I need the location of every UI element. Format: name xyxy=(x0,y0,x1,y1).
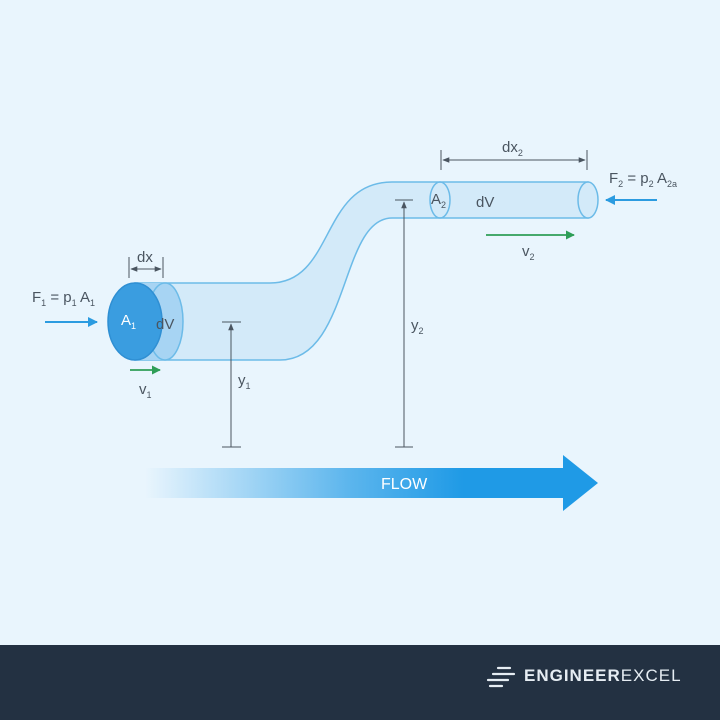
pipe xyxy=(134,181,589,361)
label-y1: y1 xyxy=(238,372,251,391)
bernoulli-diagram: A1 dV A2 dV dx dx2 y1 y2 F1 = p1 A1 F2 =… xyxy=(32,139,677,511)
inlet-face-a1 xyxy=(107,282,163,361)
footer-bar xyxy=(0,645,720,720)
label-a1: A1 xyxy=(121,312,136,331)
label-v2: v2 xyxy=(522,243,535,262)
label-f2: F2 = p2 A2a xyxy=(609,170,677,189)
label-f1: F1 = p1 A1 xyxy=(32,289,95,308)
flow-arrow xyxy=(145,455,598,511)
label-a2: A2 xyxy=(431,191,446,210)
brand-wordmark: ENGINEEREXCEL xyxy=(524,666,682,685)
label-flow: FLOW xyxy=(381,476,428,493)
label-dv2: dV xyxy=(476,194,494,211)
engineerexcel-logo-icon xyxy=(486,666,516,688)
label-dx2: dx2 xyxy=(502,139,523,158)
label-y2: y2 xyxy=(411,317,424,336)
label-v1: v1 xyxy=(139,381,152,400)
outlet-face xyxy=(577,181,599,219)
label-dx1: dx xyxy=(137,249,153,266)
section-face-a2 xyxy=(429,181,451,219)
label-dv1: dV xyxy=(156,316,174,333)
